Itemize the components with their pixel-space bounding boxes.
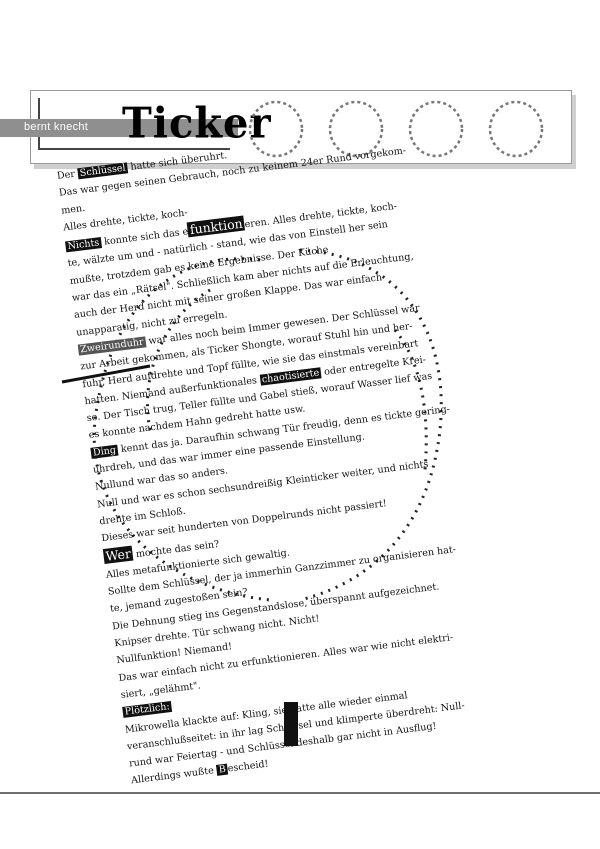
highlight-word: Nichts bbox=[65, 237, 102, 253]
decorative-rings bbox=[248, 100, 544, 158]
ring-1 bbox=[248, 100, 304, 158]
text-run: escheid! bbox=[227, 758, 270, 775]
ring-3 bbox=[408, 100, 464, 158]
author-bar bbox=[0, 119, 238, 137]
page-title: Ticker bbox=[122, 98, 272, 149]
highlight-word: Plötzlich: bbox=[122, 701, 173, 719]
author-name: bernt knecht bbox=[24, 121, 89, 133]
ring-2 bbox=[328, 100, 384, 158]
text-run: men. bbox=[60, 202, 86, 217]
highlight-word: Ding bbox=[90, 444, 119, 459]
text-run: Der bbox=[56, 168, 79, 182]
article-body: Der Schlüssel hatte sich überuhrt.Das wa… bbox=[56, 113, 579, 790]
text-run: Null bbox=[94, 479, 117, 493]
ring-4 bbox=[488, 100, 544, 158]
highlight-word: Wer bbox=[102, 545, 134, 564]
footer-rule bbox=[0, 792, 600, 794]
